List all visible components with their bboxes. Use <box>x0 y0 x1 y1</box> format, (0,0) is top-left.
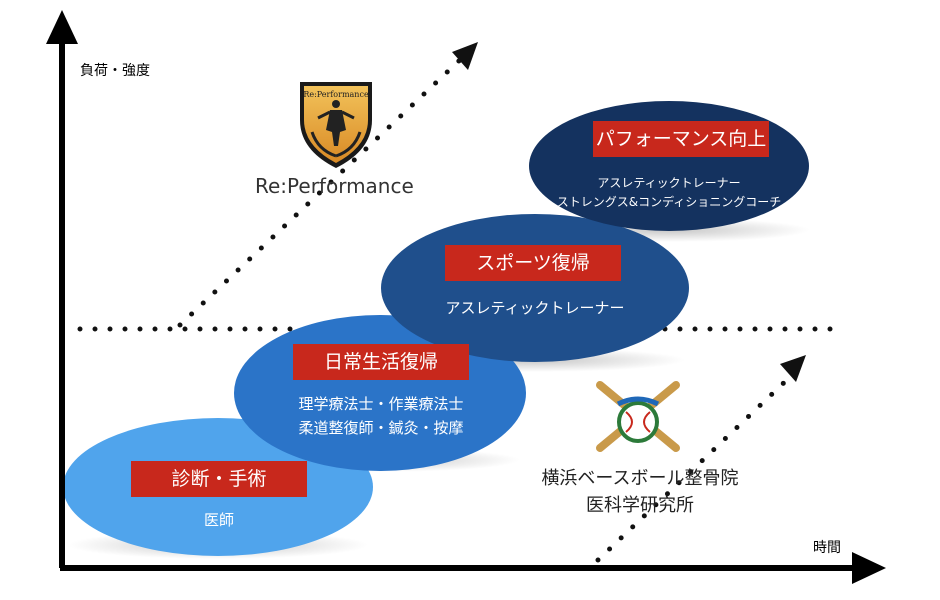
reperformance-logo: Re:Performance <box>300 82 372 168</box>
x-axis-label: 時間 <box>813 540 841 556</box>
baseball-bats-icon <box>596 381 680 452</box>
reperformance-dotted-arrow <box>177 55 465 328</box>
reperformance-brand-text: Re:Performance <box>255 174 414 198</box>
stage-subtitle-daily-life-line1: 理学療法士・作業療法士 <box>298 395 464 413</box>
reperformance-logo-text: Re:Performance <box>303 90 369 99</box>
stage-title-daily-life: 日常生活復帰 <box>293 344 469 380</box>
stage-subtitle-sports: アスレティックトレーナー <box>445 299 625 317</box>
stage-title-diagnosis: 診断・手術 <box>131 461 307 497</box>
reperformance-arrowhead <box>452 42 478 70</box>
y-axis-arrowhead <box>46 10 78 44</box>
clinic-arrowhead <box>780 355 806 382</box>
x-axis-arrowhead <box>852 552 886 584</box>
clinic-name: 横浜ベースボール整骨院 <box>541 468 739 489</box>
y-axis-label: 負荷・強度 <box>80 63 150 79</box>
clinic-dotted-arrow <box>595 372 795 563</box>
stage-title-sports: スポーツ復帰 <box>445 245 621 281</box>
stage-ellipse-sports <box>381 214 689 362</box>
stage-subtitle-diagnosis: 医師 <box>203 511 234 529</box>
stage-subtitle-performance-line1: アスレティックトレーナー <box>597 176 741 190</box>
clinic-subname: 医科学研究所 <box>586 495 694 516</box>
stage-subtitle-daily-life-line2: 柔道整復師・鍼灸・按摩 <box>298 419 464 437</box>
stage-title-performance: パフォーマンス向上 <box>593 121 769 157</box>
stage-subtitle-performance-line2: ストレングス&コンディショニングコーチ <box>556 195 782 209</box>
